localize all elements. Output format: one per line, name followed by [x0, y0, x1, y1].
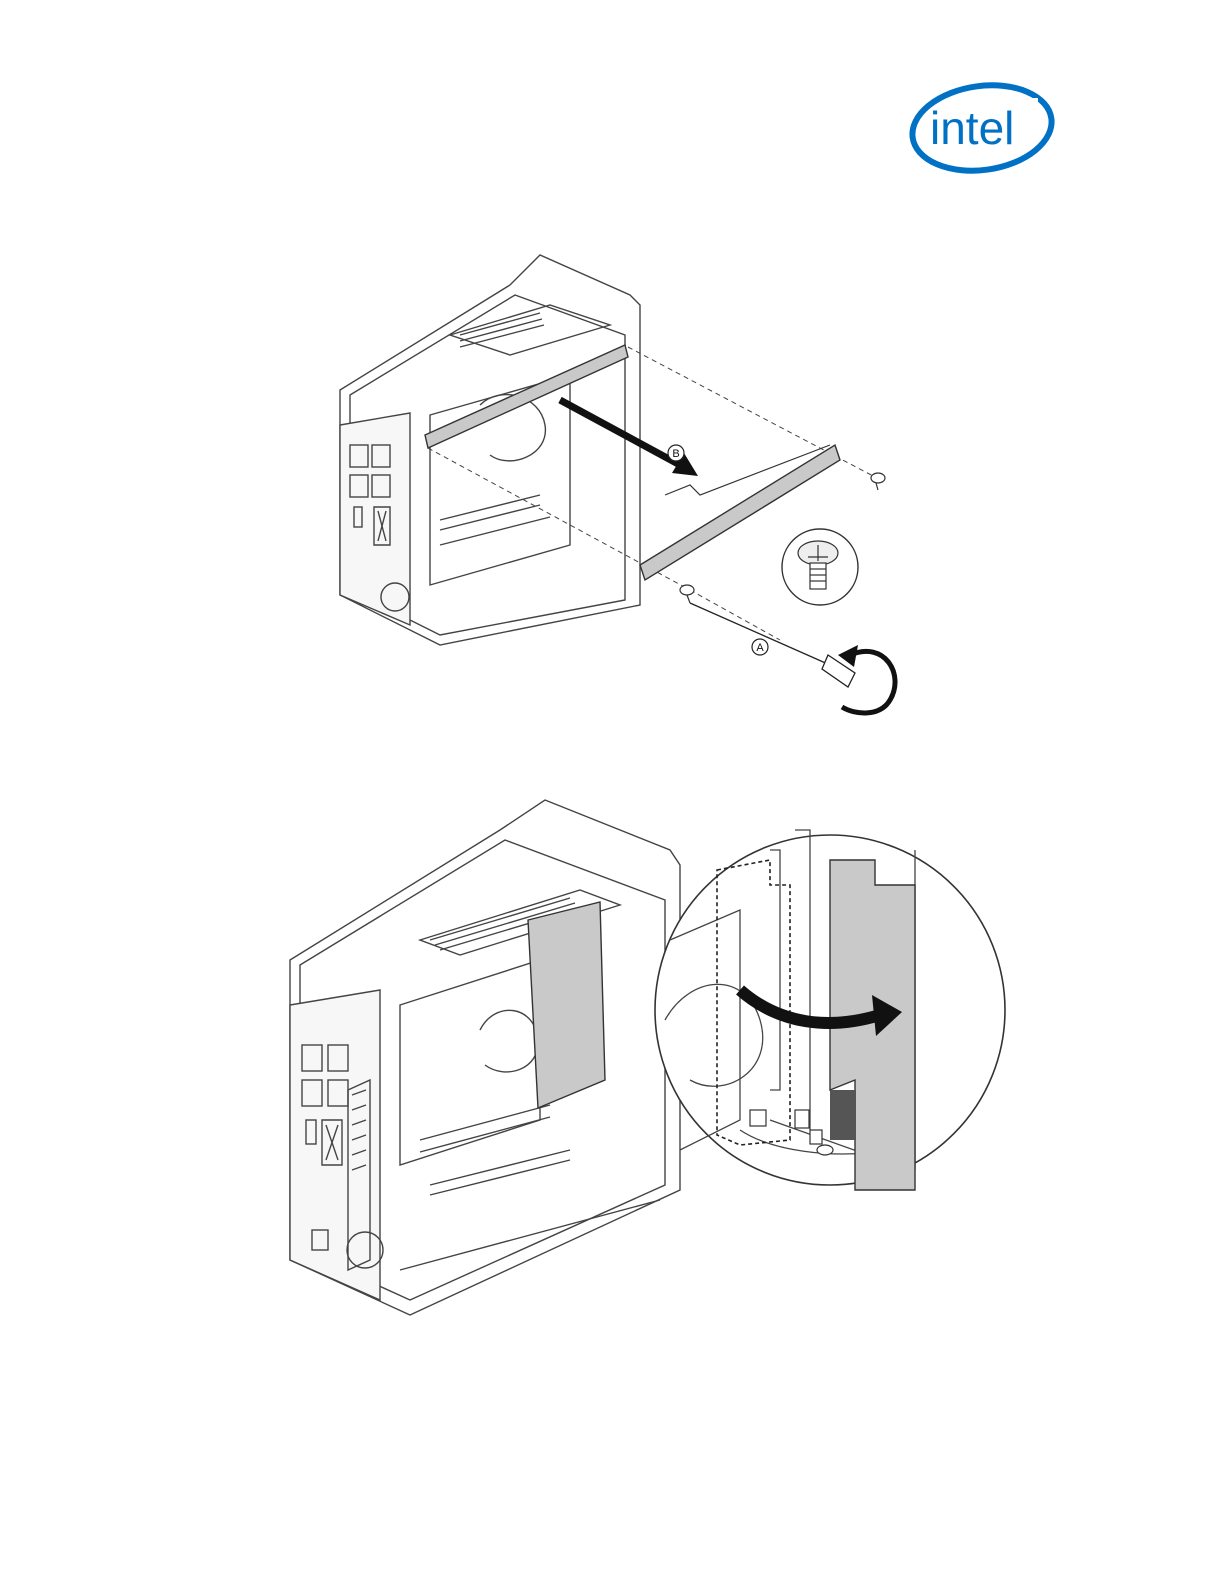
screw-left — [680, 585, 694, 595]
intel-logo: intel — [906, 78, 1058, 178]
callout-b-label: B — [672, 448, 679, 460]
screwdriver-icon — [690, 603, 855, 687]
logo-text: intel — [930, 102, 1014, 154]
card-bracket-tab — [830, 1090, 856, 1140]
screw-right — [871, 473, 885, 483]
figure-remove-bracket: B A — [310, 245, 910, 725]
logo-gap — [1024, 98, 1038, 138]
figure-card-detail — [270, 790, 1010, 1320]
callout-a-label: A — [756, 642, 764, 654]
pcie-card — [528, 902, 605, 1108]
